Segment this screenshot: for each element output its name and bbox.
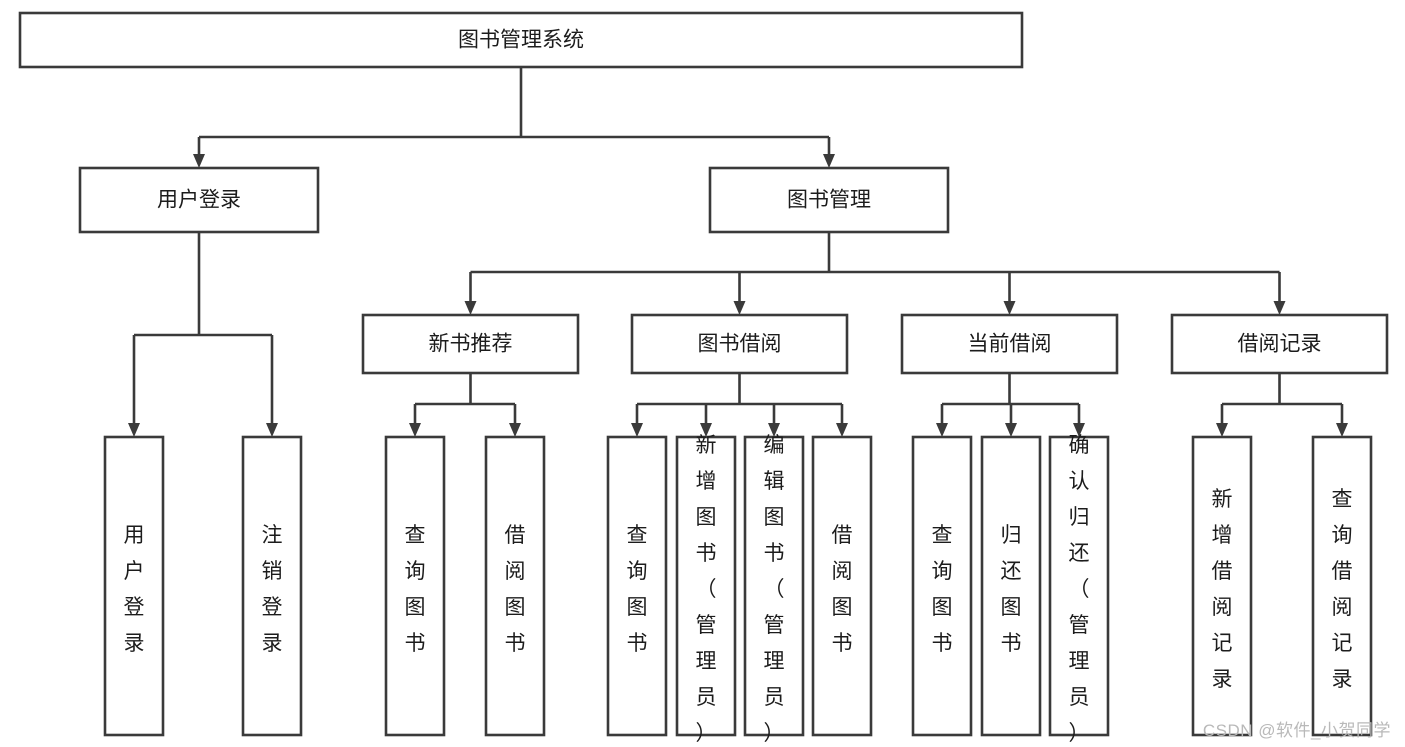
node-box-l3_c[interactable]: [900, 313, 1119, 375]
node-l2_a[interactable]: 用户登录: [78, 166, 320, 234]
node-label-leaf_4: 借阅图书: [505, 524, 526, 655]
node-leaf_13[interactable]: 查询借阅记录: [1311, 435, 1373, 737]
node-box-root[interactable]: [18, 11, 1024, 69]
node-label-leaf_1: 用户登录: [124, 524, 145, 655]
node-box-l3_a[interactable]: [361, 313, 580, 375]
node-box-leaf_4[interactable]: [484, 435, 546, 737]
node-label-leaf_9: 查询图书: [932, 524, 953, 655]
node-label-l3_c: 当前借阅: [968, 333, 1052, 356]
node-leaf_7[interactable]: 编辑图书（管理员）: [743, 434, 805, 745]
node-box-leaf_6[interactable]: [675, 435, 737, 737]
node-label-l2_a: 用户登录: [157, 189, 241, 212]
node-box-leaf_2[interactable]: [241, 435, 303, 737]
node-leaf_12[interactable]: 新增借阅记录: [1191, 435, 1253, 737]
node-label-l3_b: 图书借阅: [698, 333, 782, 356]
node-l3_b[interactable]: 图书借阅: [630, 313, 849, 375]
node-l3_d[interactable]: 借阅记录: [1170, 313, 1389, 375]
node-l3_a[interactable]: 新书推荐: [361, 313, 580, 375]
node-l3_c[interactable]: 当前借阅: [900, 313, 1119, 375]
connector-group-l3_b: [631, 373, 848, 437]
node-box-leaf_11[interactable]: [1048, 435, 1110, 737]
node-box-leaf_12[interactable]: [1191, 435, 1253, 737]
node-box-leaf_10[interactable]: [980, 435, 1042, 737]
node-label-l2_b: 图书管理: [787, 189, 871, 212]
node-box-l3_b[interactable]: [630, 313, 849, 375]
node-box-l2_b[interactable]: [708, 166, 950, 234]
node-box-l2_a[interactable]: [78, 166, 320, 234]
node-label-leaf_12: 新增借阅记录: [1212, 488, 1233, 691]
node-leaf_5[interactable]: 查询图书: [606, 435, 668, 737]
node-label-leaf_11: 确认归还（管理员）: [1069, 434, 1090, 745]
node-label-leaf_8: 借阅图书: [832, 524, 853, 655]
connector-group-l3_a: [409, 373, 521, 437]
node-label-leaf_3: 查询图书: [405, 524, 426, 655]
node-l2_b[interactable]: 图书管理: [708, 166, 950, 234]
node-leaf_1[interactable]: 用户登录: [103, 435, 165, 737]
node-leaf_8[interactable]: 借阅图书: [811, 435, 873, 737]
node-leaf_9[interactable]: 查询图书: [911, 435, 973, 737]
node-label-l3_d: 借阅记录: [1238, 333, 1322, 356]
node-label-leaf_5: 查询图书: [627, 524, 648, 655]
node-label-l3_a: 新书推荐: [429, 333, 513, 356]
node-label-leaf_7: 编辑图书（管理员）: [764, 434, 785, 745]
node-leaf_11[interactable]: 确认归还（管理员）: [1048, 434, 1110, 745]
node-leaf_4[interactable]: 借阅图书: [484, 435, 546, 737]
node-label-leaf_2: 注销登录: [262, 524, 283, 655]
connector-group-l2_a: [128, 232, 278, 437]
node-box-leaf_7[interactable]: [743, 435, 805, 737]
node-box-leaf_13[interactable]: [1311, 435, 1373, 737]
node-leaf_10[interactable]: 归还图书: [980, 435, 1042, 737]
node-box-l3_d[interactable]: [1170, 313, 1389, 375]
node-leaf_2[interactable]: 注销登录: [241, 435, 303, 737]
node-label-root: 图书管理系统: [458, 29, 584, 52]
node-leaf_6[interactable]: 新增图书（管理员）: [675, 434, 737, 745]
node-label-leaf_13: 查询借阅记录: [1332, 488, 1353, 691]
node-box-leaf_9[interactable]: [911, 435, 973, 737]
connector-layer: [128, 67, 1348, 437]
node-label-leaf_10: 归还图书: [1001, 524, 1022, 655]
connector-group-root: [193, 67, 835, 168]
node-label-leaf_6: 新增图书（管理员）: [696, 434, 717, 745]
connector-group-l2_b: [464, 232, 1286, 315]
node-layer: 图书管理系统用户登录图书管理新书推荐图书借阅当前借阅借阅记录用户登录注销登录查询…: [18, 11, 1389, 745]
connector-group-l3_c: [936, 373, 1085, 437]
node-box-leaf_5[interactable]: [606, 435, 668, 737]
node-root[interactable]: 图书管理系统: [18, 11, 1024, 69]
node-leaf_3[interactable]: 查询图书: [384, 435, 446, 737]
node-box-leaf_8[interactable]: [811, 435, 873, 737]
connector-group-l3_d: [1216, 373, 1348, 437]
node-box-leaf_1[interactable]: [103, 435, 165, 737]
node-box-leaf_3[interactable]: [384, 435, 446, 737]
